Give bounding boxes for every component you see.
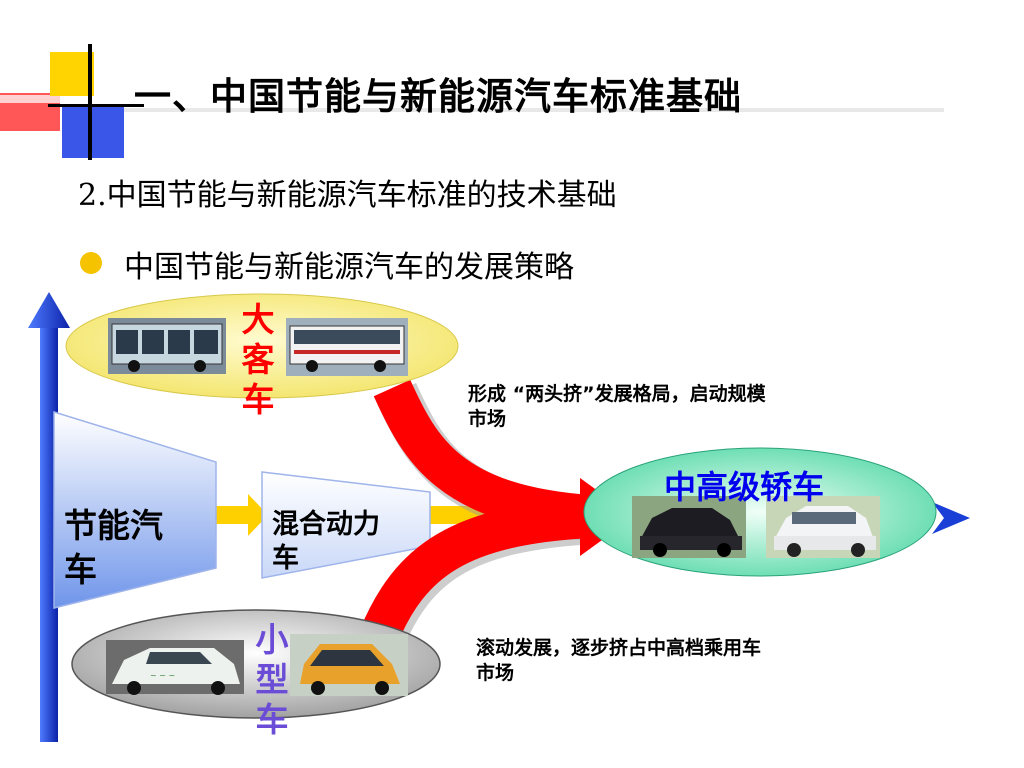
sedan-photo-2	[766, 496, 880, 558]
bus-photo-2	[286, 318, 408, 376]
note-top: 形成 “两头挤”发展格局，启动规模 市场	[468, 383, 766, 430]
small-car-label: 小 型 车	[255, 620, 289, 739]
bus-label: 大 客 车	[241, 300, 275, 419]
sedan-photo-1	[632, 496, 746, 558]
small-car-photo-2	[290, 634, 408, 696]
svg-text:~ ~ ~: ~ ~ ~	[150, 671, 175, 680]
energy-saving-funnel	[53, 410, 217, 609]
sedan-label: 中高级轿车	[664, 468, 825, 506]
horizontal-axis-arrowhead	[932, 502, 970, 534]
hybrid-label: 混合动力 车	[272, 509, 380, 574]
bullet-icon	[80, 252, 102, 274]
small-car-photo-1: ~ ~ ~	[106, 640, 244, 695]
note-bottom: 滚动发展，逐步挤占中高档乘用车 市场	[476, 637, 762, 684]
title-decoration	[0, 44, 944, 160]
bullet-text: 中国节能与新能源汽车的发展策略	[124, 250, 574, 285]
slide-title: 一、中国节能与新能源汽车标准基础	[134, 75, 742, 118]
energy-saving-label: 节能汽 车	[64, 506, 163, 589]
bus-photo-1	[108, 318, 226, 374]
subtitle: 2.中国节能与新能源汽车标准的技术基础	[78, 178, 617, 213]
